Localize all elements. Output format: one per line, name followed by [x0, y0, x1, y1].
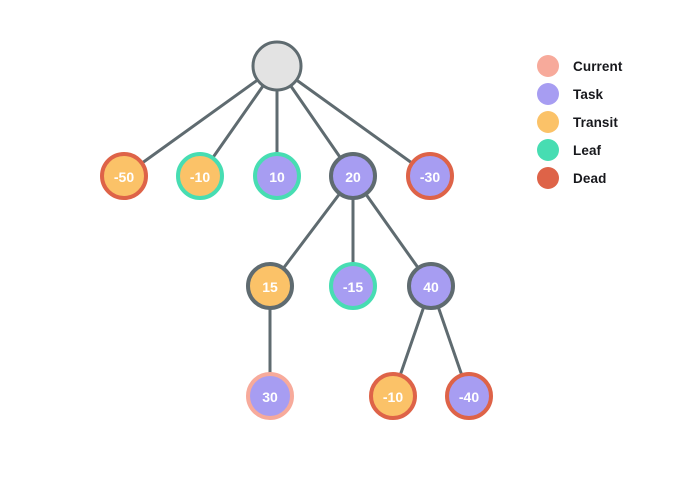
legend-label: Task [573, 86, 604, 102]
tree-node[interactable]: 30 [246, 372, 294, 420]
legend-item-dead: Dead [537, 164, 687, 192]
tree-node[interactable]: -15 [329, 262, 377, 310]
node-circle[interactable] [406, 152, 454, 200]
node-circle[interactable] [253, 152, 301, 200]
legend-item-current: Current [537, 52, 687, 80]
tree-edge [122, 64, 279, 178]
legend-item-transit: Transit [537, 108, 687, 136]
tree-node[interactable]: -40 [445, 372, 493, 420]
legend-label: Dead [573, 170, 607, 186]
node-circle[interactable] [329, 262, 377, 310]
node-circle[interactable] [246, 372, 294, 420]
legend-label: Current [573, 58, 623, 74]
tree-node[interactable]: 20 [329, 152, 377, 200]
edge-layer [122, 64, 471, 398]
node-circle[interactable] [100, 152, 148, 200]
tree-node[interactable]: 10 [253, 152, 301, 200]
node-circle[interactable] [407, 262, 455, 310]
tree-edge [275, 64, 432, 178]
legend-swatch-leaf-icon [537, 139, 559, 161]
tree-node[interactable]: -30 [406, 152, 454, 200]
legend-label: Transit [573, 114, 618, 130]
legend-item-task: Task [537, 80, 687, 108]
node-circle[interactable] [246, 262, 294, 310]
node-layer: -50 -10 10 20 -30 15 -15 40 30 -10 -40 [100, 40, 493, 420]
node-circle[interactable] [369, 372, 417, 420]
node-circle[interactable] [445, 372, 493, 420]
legend-label: Leaf [573, 142, 602, 158]
legend-swatch-current-icon [537, 55, 559, 77]
legend-swatch-dead-icon [537, 167, 559, 189]
tree-node[interactable]: 40 [407, 262, 455, 310]
node-circle[interactable] [329, 152, 377, 200]
legend-item-leaf: Leaf [537, 136, 687, 164]
node-circle[interactable] [176, 152, 224, 200]
tree-node[interactable] [251, 40, 303, 92]
tree-node[interactable]: 15 [246, 262, 294, 310]
legend-swatch-transit-icon [537, 111, 559, 133]
tree-node[interactable]: -10 [176, 152, 224, 200]
legend-swatch-task-icon [537, 83, 559, 105]
tree-node[interactable]: -50 [100, 152, 148, 200]
tree-node[interactable]: -10 [369, 372, 417, 420]
node-circle[interactable] [251, 40, 303, 92]
